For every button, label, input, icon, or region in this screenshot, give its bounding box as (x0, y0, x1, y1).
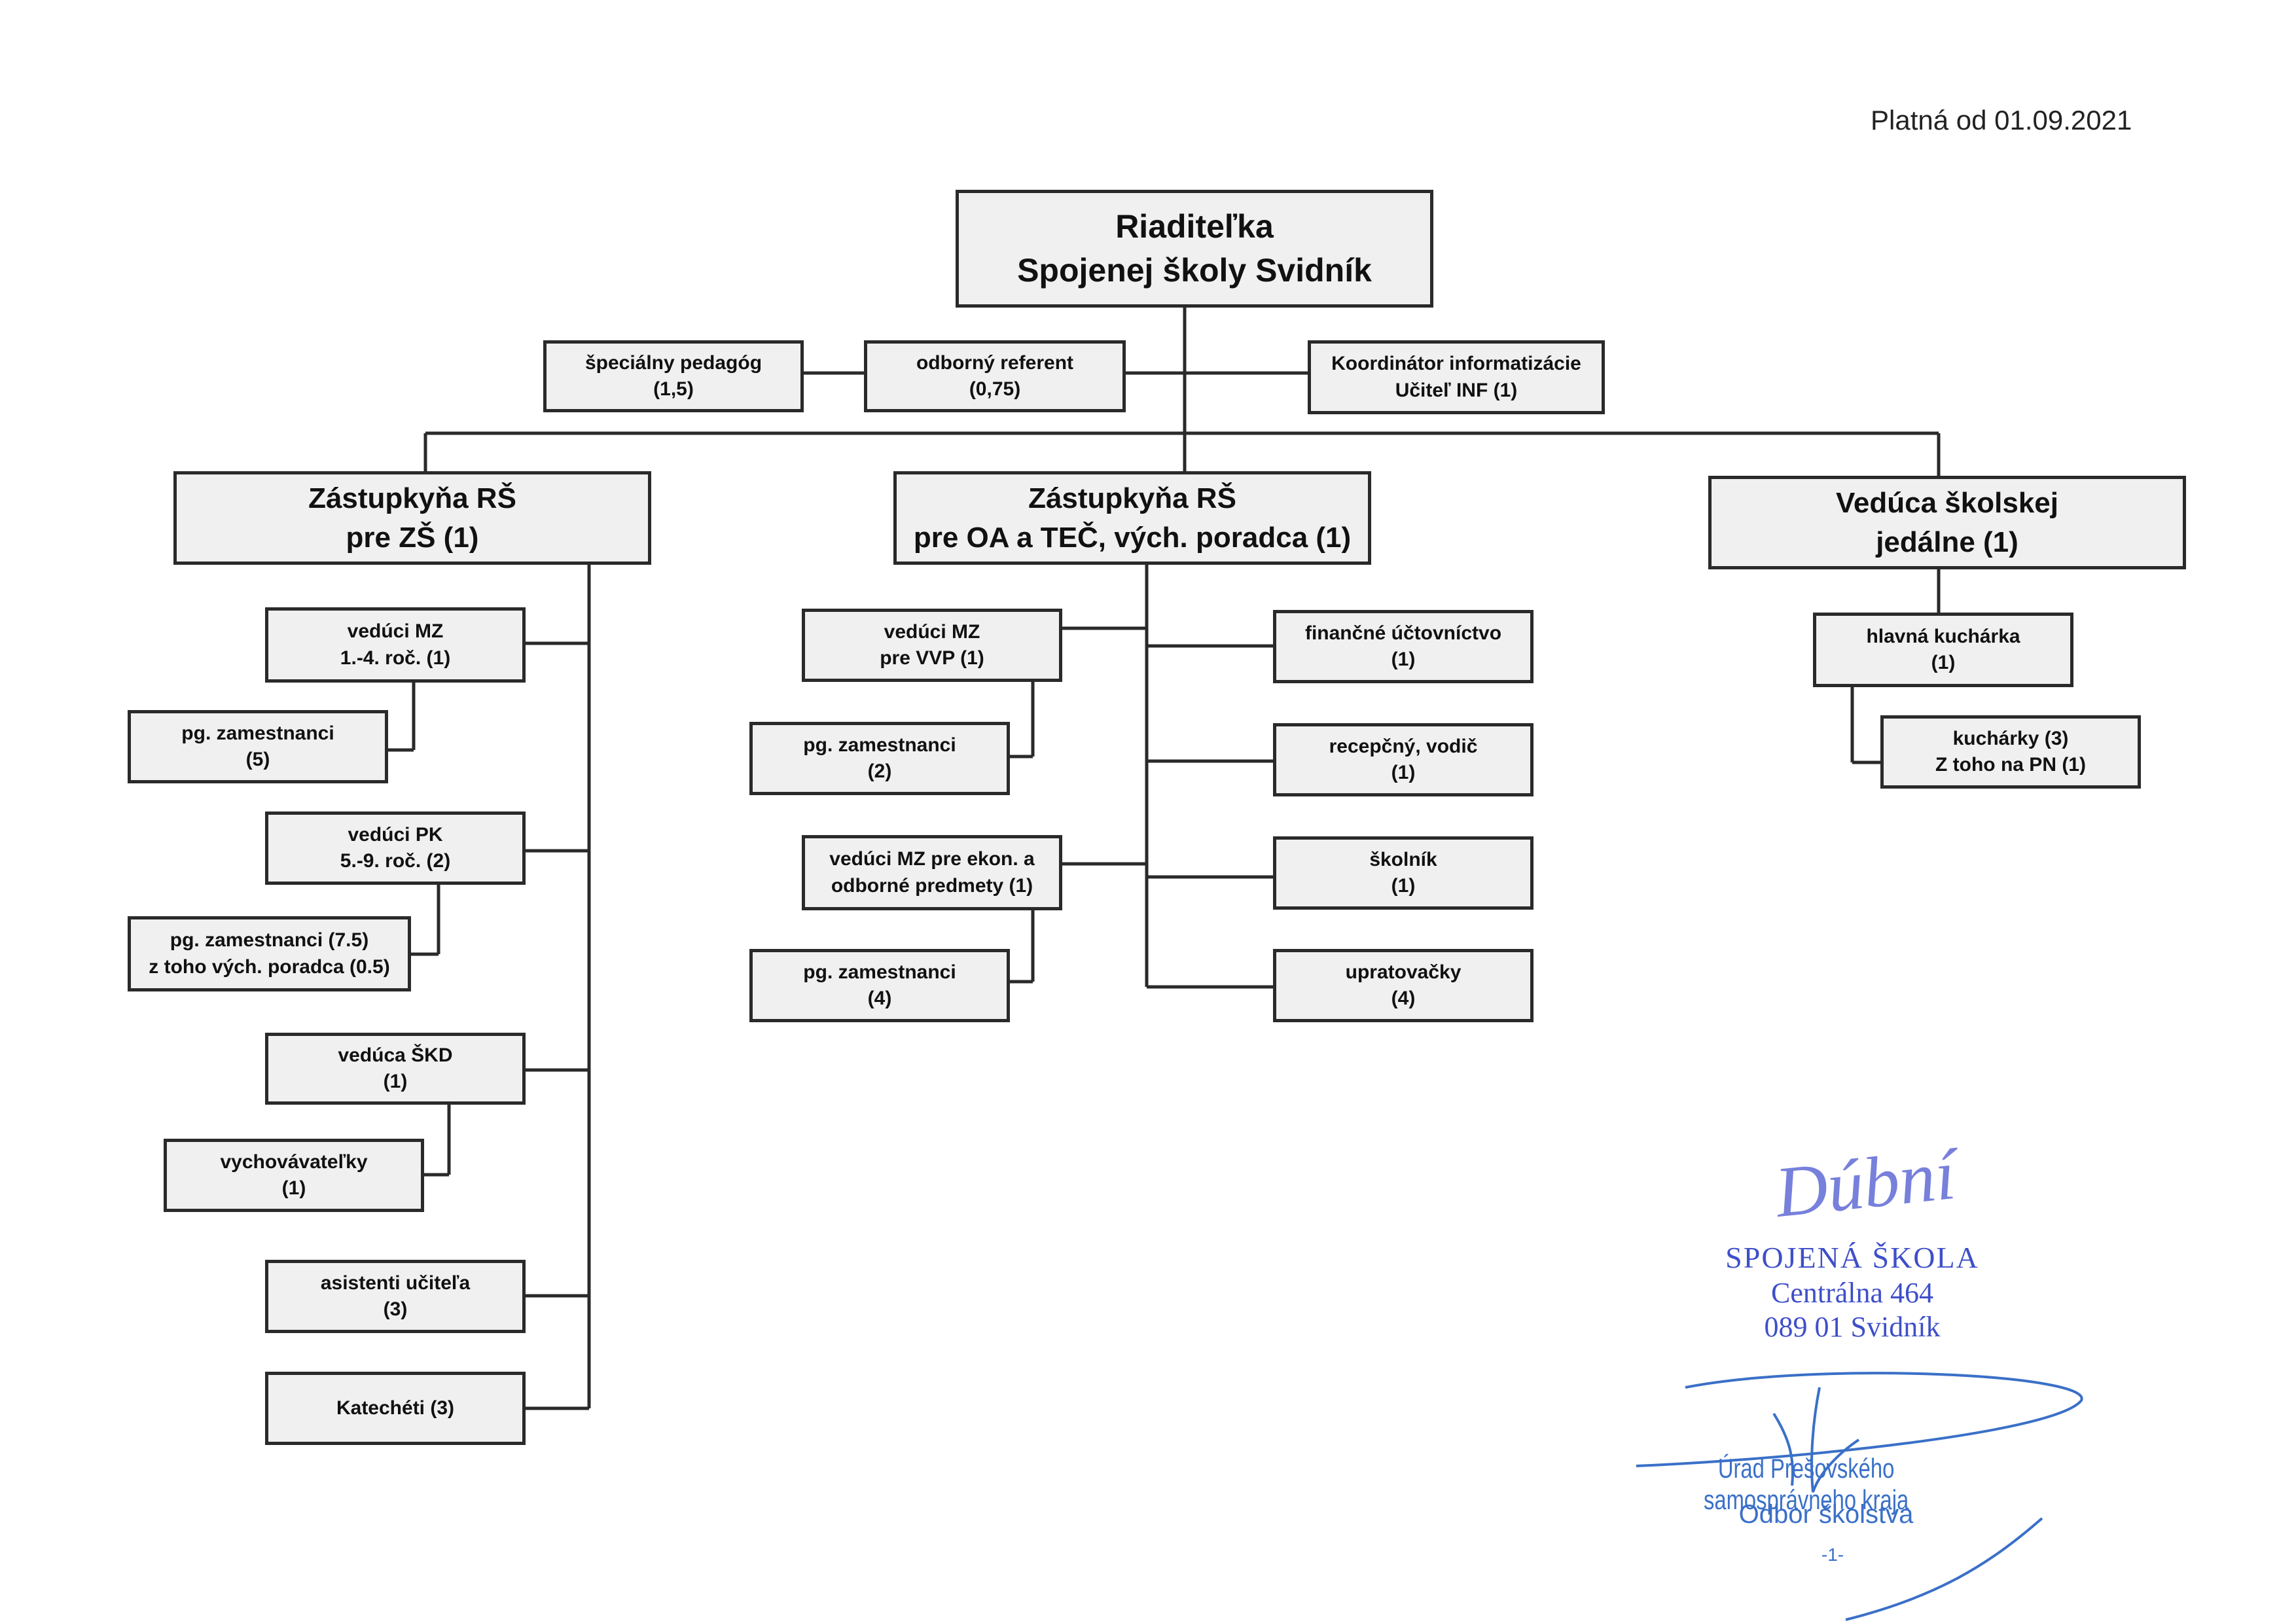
special-pedagogue-box: špeciálny pedagóg (1,5) (543, 340, 804, 412)
cleaners-label: upratovačky (1345, 961, 1462, 983)
reception-label: recepčný, vodič (1329, 735, 1478, 757)
office-stamp-name: Úrad Prešovského samosprávneho kraja (1703, 1453, 1909, 1515)
cooks-label: kuchárky (3) (1952, 727, 2069, 749)
coordinator-role: Učiteľ INF (1) (1395, 379, 1518, 401)
office-stamp-page: -1- (1821, 1544, 1844, 1565)
pk-5-9-label: vedúci PK (348, 823, 443, 846)
office-signature-stroke (1636, 1372, 2083, 1621)
valid-from-date: Platná od 01.09.2021 (1871, 105, 2132, 135)
caretaker-box: školník (1) (1273, 836, 1534, 910)
director-title: Riaditeľka (1115, 207, 1274, 245)
referent-box: odborný referent (0,75) (864, 340, 1126, 412)
school-stamp-name: SPOJENÁ ŠKOLA (1725, 1241, 1979, 1274)
deputy-zs-title: Zástupkyňa RŠ (308, 482, 516, 515)
deputy-zs-subtitle: pre ZŠ (1) (346, 521, 479, 554)
mz-vvp-label: vedúci MZ (884, 620, 980, 643)
director-box: Riaditeľka Spojenej školy Svidník (956, 190, 1433, 308)
special-pedagogue-label: špeciálny pedagóg (584, 351, 762, 374)
pg-staff-75-label: pg. zamestnanci (7.5) (170, 929, 369, 951)
director-subtitle: Spojenej školy Svidník (1017, 252, 1372, 289)
assistants-label: asistenti učiteľa (320, 1272, 471, 1294)
pk-5-9-box: vedúci PK 5.-9. roč. (2) (265, 812, 526, 885)
coordinator-label: Koordinátor informatizácie (1331, 353, 1581, 374)
mz-vvp-count: pre VVP (1) (880, 647, 984, 669)
pg-staff-5-count: (5) (245, 749, 270, 770)
accounting-label: finančné účtovníctvo (1304, 622, 1502, 644)
caretaker-count: (1) (1391, 875, 1416, 897)
pg-staff-5-box: pg. zamestnanci (5) (128, 710, 388, 783)
deputy-zs-box: Zástupkyňa RŠ pre ZŠ (1) (173, 471, 651, 565)
caretaker-label: školník (1369, 848, 1437, 870)
pg-staff-75-box: pg. zamestnanci (7.5) z toho vých. porad… (128, 916, 411, 991)
skd-box: vedúca ŠKD (1) (265, 1033, 526, 1105)
pg-staff-2-box: pg. zamestnanci (2) (749, 722, 1010, 795)
cooks-note: Z toho na PN (1) (1935, 754, 2086, 776)
pg-staff-75-note: z toho vých. poradca (0.5) (149, 955, 390, 978)
pk-5-9-count: 5.-9. roč. (2) (340, 850, 451, 872)
skd-label: vedúca ŠKD (338, 1044, 453, 1066)
school-stamp-street: Centrálna 464 (1770, 1277, 1934, 1309)
reception-count: (1) (1391, 762, 1416, 783)
pg-staff-2-count: (2) (867, 760, 892, 782)
mz-1-4-box: vedúci MZ 1.-4. roč. (1) (265, 607, 526, 683)
educators-box: vychovávateľky (1) (164, 1139, 424, 1212)
deputy-oa-subtitle: pre OA a TEČ, vých. poradca (1) (913, 521, 1352, 554)
canteen-head-title: Vedúca školskej (1836, 487, 2058, 520)
cleaners-box: upratovačky (4) (1273, 949, 1534, 1022)
mz-econ-label: vedúci MZ pre ekon. a (829, 848, 1035, 870)
pg-staff-2-label: pg. zamestnanci (803, 734, 956, 756)
pg-staff-4-count: (4) (867, 988, 892, 1009)
pg-staff-4-label: pg. zamestnanci (803, 961, 956, 983)
referent-label: odborný referent (916, 351, 1074, 374)
educators-count: (1) (281, 1177, 306, 1199)
coordinator-box: Koordinátor informatizácie Učiteľ INF (1… (1308, 340, 1605, 414)
reception-box: recepčný, vodič (1) (1273, 723, 1534, 796)
canteen-head-subtitle: jedálne (1) (1876, 526, 2018, 558)
accounting-count: (1) (1391, 649, 1416, 670)
referent-count: (0,75) (969, 378, 1021, 400)
head-cook-count: (1) (1931, 652, 1956, 673)
mz-vvp-box: vedúci MZ pre VVP (1) (802, 609, 1062, 682)
pg-staff-5-label: pg. zamestnanci (181, 722, 334, 744)
mz-econ-box: vedúci MZ pre ekon. a odborné predmety (… (802, 835, 1062, 910)
deputy-oa-box: Zástupkyňa RŠ pre OA a TEČ, vých. poradc… (893, 471, 1371, 565)
assistants-box: asistenti učiteľa (3) (265, 1260, 526, 1333)
deputy-oa-title: Zástupkyňa RŠ (1028, 482, 1236, 515)
catechists-box: Katechéti (3) (265, 1372, 526, 1445)
catechists-label: Katechéti (3) (336, 1397, 455, 1419)
head-cook-label: hlavná kuchárka (1866, 625, 2020, 647)
skd-count: (1) (383, 1071, 408, 1092)
school-stamp-city: 089 01 Svidník (1764, 1311, 1941, 1343)
special-pedagogue-count: (1,5) (653, 378, 694, 400)
office-stamp-department: Odbor školstva (1738, 1500, 1914, 1529)
accounting-box: finančné účtovníctvo (1) (1273, 610, 1534, 683)
cooks-box: kuchárky (3) Z toho na PN (1) (1880, 715, 2141, 789)
mz-1-4-count: 1.-4. roč. (1) (340, 647, 451, 669)
canteen-head-box: Vedúca školskej jedálne (1) (1708, 476, 2186, 569)
assistants-count: (3) (383, 1298, 408, 1320)
pg-staff-4-box: pg. zamestnanci (4) (749, 949, 1010, 1022)
mz-econ-count: odborné predmety (1) (831, 874, 1033, 897)
educators-label: vychovávateľky (220, 1150, 368, 1173)
head-cook-box: hlavná kuchárka (1) (1813, 613, 2073, 687)
mz-1-4-label: vedúci MZ (347, 620, 444, 642)
cleaners-count: (4) (1391, 988, 1416, 1009)
